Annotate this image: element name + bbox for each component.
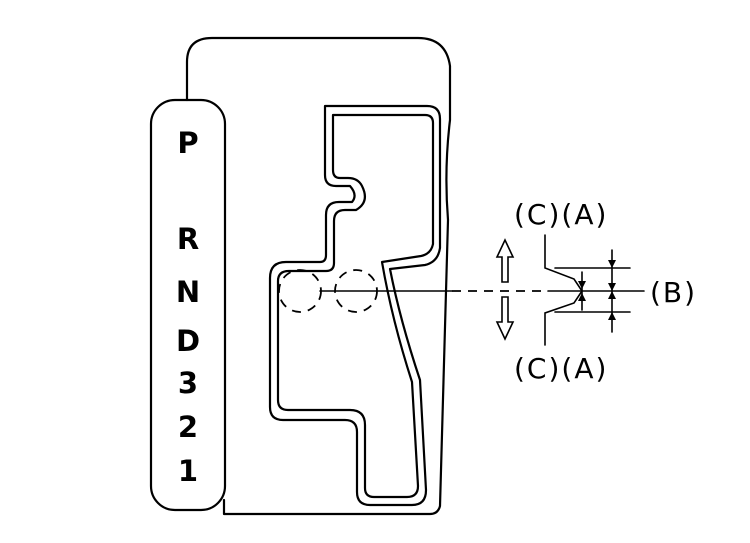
- gear-label-p: P: [177, 126, 198, 160]
- detail-upper-profile: [544, 234, 583, 292]
- callout-right: (B): [650, 276, 697, 309]
- dimension-arrowhead-upper-top: [608, 260, 616, 268]
- callout-bottom: (C)(A): [514, 352, 608, 385]
- dimension-arrowhead-c-top: [578, 281, 586, 289]
- knob-position-circle-left: [278, 269, 322, 313]
- gear-indicator-strip: [149, 98, 227, 512]
- arrow-down-outline-icon: [495, 296, 515, 341]
- shift-gate-inner: [276, 113, 435, 499]
- gear-label-1: 1: [178, 454, 198, 488]
- shift-cover-body: [185, 36, 452, 516]
- dimension-arrowhead-lower-bottom: [608, 312, 616, 320]
- shift-gate-outer: [268, 104, 442, 507]
- gear-label-3: 3: [178, 366, 198, 400]
- arrow-up-outline-icon: [495, 238, 515, 283]
- gear-label-r: R: [177, 222, 199, 256]
- gear-label-n: N: [176, 275, 200, 309]
- gear-label-2: 2: [178, 410, 198, 444]
- dimension-arrowhead-upper-bottom: [608, 291, 616, 299]
- dimension-arrowhead-c-bottom: [578, 293, 586, 301]
- gear-label-d: D: [176, 324, 200, 358]
- dimension-arrowhead-lower-top: [608, 283, 616, 291]
- callout-top: (C)(A): [514, 198, 608, 231]
- detail-lower-profile: [544, 290, 583, 346]
